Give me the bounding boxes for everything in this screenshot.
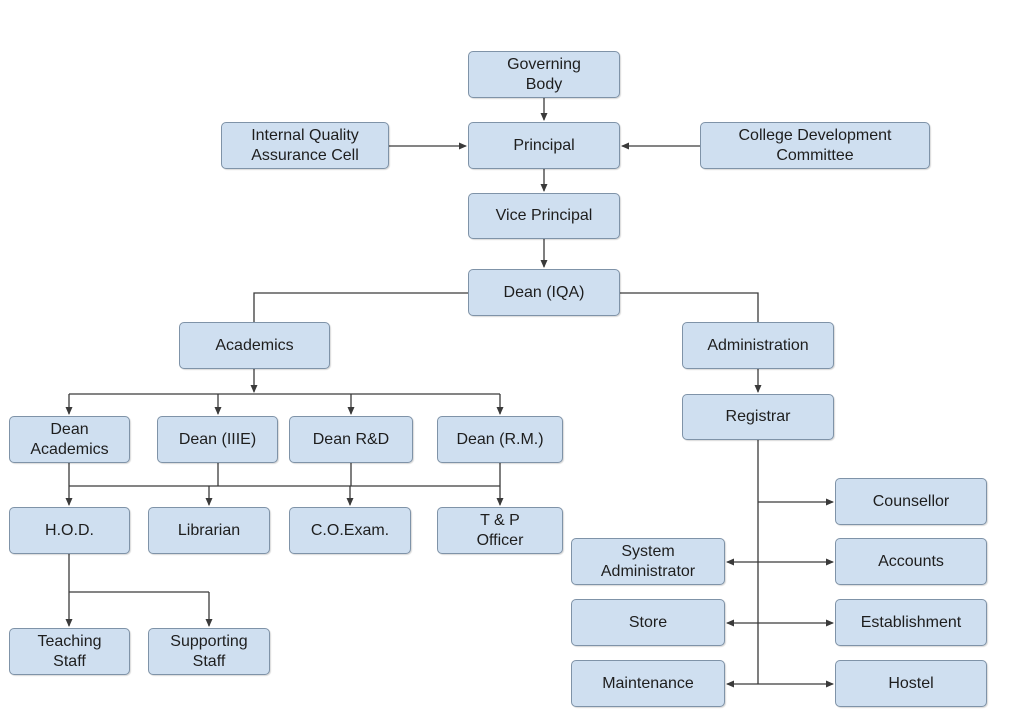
node-vice-principal: Vice Principal <box>468 193 620 239</box>
node-counsellor: Counsellor <box>835 478 987 525</box>
node-system-administrator: System Administrator <box>571 538 725 585</box>
node-hod: H.O.D. <box>9 507 130 554</box>
node-principal: Principal <box>468 122 620 169</box>
node-store: Store <box>571 599 725 646</box>
node-maintenance: Maintenance <box>571 660 725 707</box>
node-dean-iiie: Dean (IIIE) <box>157 416 278 463</box>
node-accounts: Accounts <box>835 538 987 585</box>
node-supporting-staff: Supporting Staff <box>148 628 270 675</box>
node-dean-rm: Dean (R.M.) <box>437 416 563 463</box>
node-establishment: Establishment <box>835 599 987 646</box>
node-librarian: Librarian <box>148 507 270 554</box>
node-tp-officer: T & P Officer <box>437 507 563 554</box>
node-administration: Administration <box>682 322 834 369</box>
node-governing-body: Governing Body <box>468 51 620 98</box>
node-dean-iqa: Dean (IQA) <box>468 269 620 316</box>
node-registrar: Registrar <box>682 394 834 440</box>
node-college-development-committee: College Development Committee <box>700 122 930 169</box>
node-dean-rd: Dean R&D <box>289 416 413 463</box>
node-dean-academics: Dean Academics <box>9 416 130 463</box>
node-internal-quality-assurance-cell: Internal Quality Assurance Cell <box>221 122 389 169</box>
node-co-exam: C.O.Exam. <box>289 507 411 554</box>
connector-deaniqa-academics <box>253 292 468 322</box>
connector-deaniqa-administration <box>620 292 759 322</box>
node-teaching-staff: Teaching Staff <box>9 628 130 675</box>
node-hostel: Hostel <box>835 660 987 707</box>
node-academics: Academics <box>179 322 330 369</box>
